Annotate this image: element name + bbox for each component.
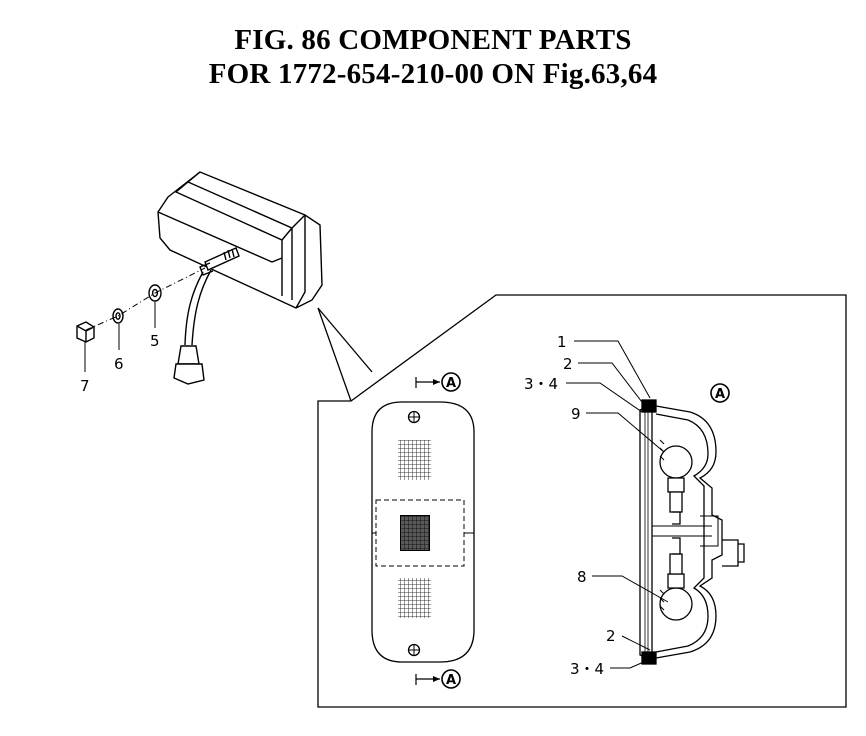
lamp-assembly-exploded-view [76,171,323,385]
callout-3-4-top: 3・4 [524,375,558,393]
figure-title-line-1: FIG. 86 COMPONENT PARTS [234,24,632,56]
section-label-top: A [446,376,456,391]
figure-title-line-2: FOR 1772-654-210-00 ON Fig.63,64 [208,58,658,90]
callout-7: 7 [80,377,90,395]
callout-2-bottom: 2 [606,627,616,645]
callout-leaders [566,340,669,669]
callout-5: 5 [150,332,160,350]
section-marker-bottom: A [415,669,461,689]
callout-6: 6 [114,355,124,373]
callout-1: 1 [557,333,567,351]
callout-3-4-bottom: 3・4 [570,660,604,678]
section-label-side: A [715,387,725,402]
section-marker-side: A [710,383,730,403]
lamp-front-view [371,401,475,663]
callout-9: 9 [571,405,581,423]
section-label-bottom: A [446,673,456,688]
section-marker-top: A [415,372,461,392]
lamp-section-view [639,399,745,665]
callout-2-top: 2 [563,355,573,373]
callout-8: 8 [577,568,587,586]
